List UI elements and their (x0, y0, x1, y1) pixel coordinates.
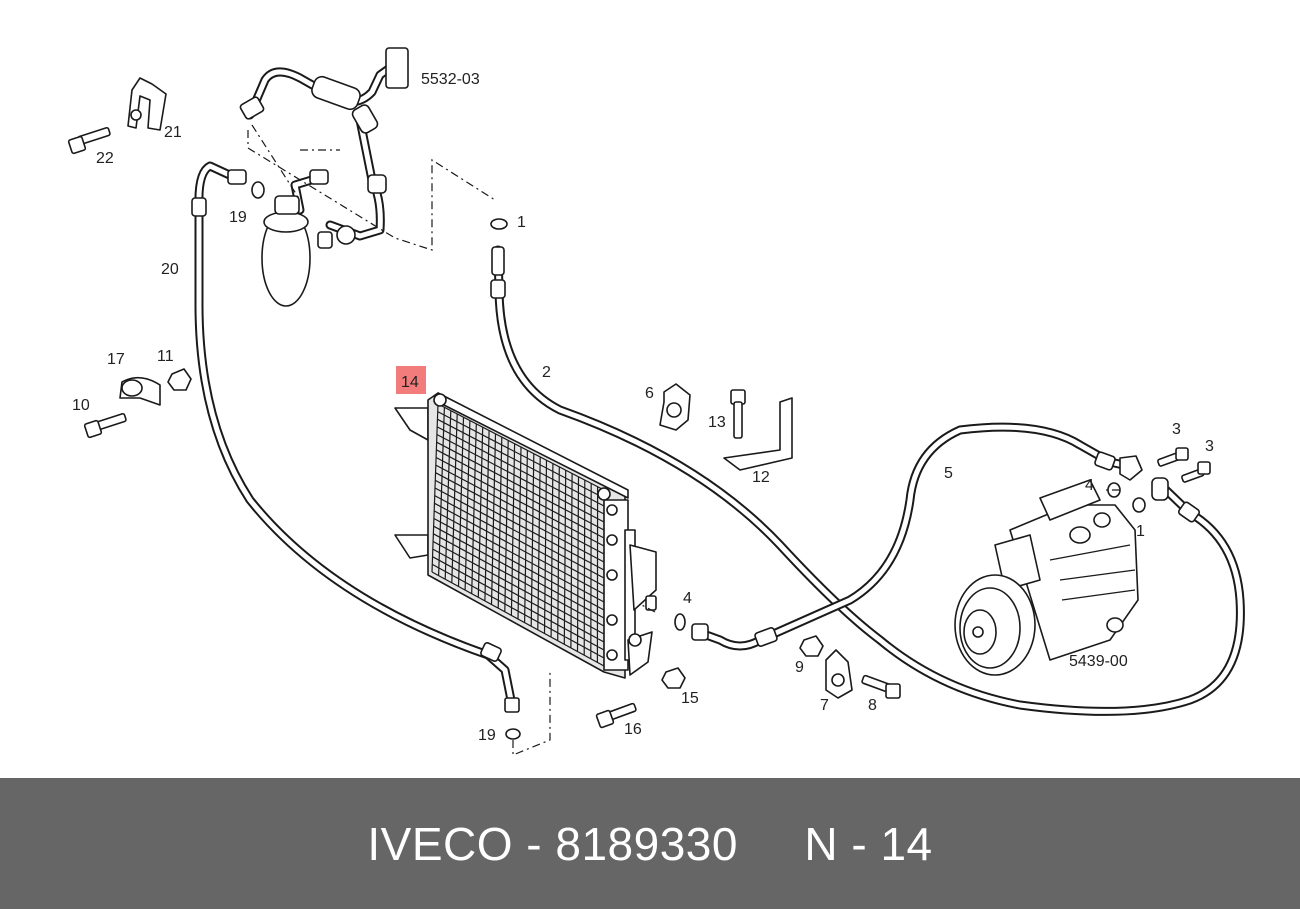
clamp-7 (825, 649, 853, 699)
seal-19-bottom (505, 728, 521, 740)
label-2: 2 (542, 364, 551, 381)
bracket-12 (723, 397, 793, 471)
bolt-3-a (1157, 447, 1189, 467)
seal-4-condenser (674, 613, 686, 631)
label-14: 14 (401, 374, 419, 391)
compressor-5439-00 (954, 479, 1139, 676)
label-17: 17 (107, 351, 125, 368)
footer-part-number: IVECO - 8189330 N - 14 (367, 817, 933, 870)
seal-1-top (490, 218, 508, 230)
label-5532-03: 5532-03 (421, 71, 480, 88)
nut-11 (167, 368, 192, 391)
label-11: 11 (157, 348, 174, 365)
drier-assembly-5532-03 (239, 47, 496, 307)
nut-15 (661, 667, 686, 689)
label-1-compressor: 1 (1136, 523, 1145, 540)
condenser-14 (394, 392, 657, 679)
bolt-3-b (1181, 461, 1211, 483)
label-10: 10 (72, 397, 90, 414)
label-3-a: 3 (1172, 421, 1181, 438)
label-19-top: 19 (229, 209, 247, 226)
label-6: 6 (645, 385, 654, 402)
label-16: 16 (624, 721, 642, 738)
label-21: 21 (164, 124, 182, 141)
hose-20 (191, 161, 520, 713)
label-3-b: 3 (1205, 438, 1214, 455)
label-5439-00: 5439-00 (1069, 653, 1128, 670)
label-22: 22 (96, 150, 114, 167)
label-7: 7 (820, 697, 829, 714)
diagram-canvas: 5532-03 21 22 19 1 20 17 11 10 14 2 6 13… (67, 47, 1245, 756)
label-15: 15 (681, 690, 699, 707)
hose-5 (691, 422, 1143, 651)
label-5: 5 (944, 465, 953, 482)
label-1-top: 1 (517, 214, 526, 231)
footer-bar: IVECO - 8189330 N - 14 (0, 778, 1300, 909)
bolt-8 (861, 674, 901, 699)
nut-9 (799, 635, 824, 657)
bolt-10 (83, 412, 127, 439)
label-9: 9 (795, 659, 804, 676)
label-4-compressor: 4 (1085, 477, 1094, 494)
seal-19-top (251, 181, 265, 199)
highlight-box-14 (396, 366, 426, 394)
label-12: 12 (752, 469, 770, 486)
clamp-17 (119, 376, 161, 406)
bolt-16 (595, 702, 637, 729)
seal-1-compressor (1132, 497, 1146, 513)
label-19-bottom: 19 (478, 727, 496, 744)
bolt-22 (67, 126, 111, 155)
hose-2 (490, 245, 1245, 716)
label-20: 20 (161, 261, 179, 278)
label-8: 8 (868, 697, 877, 714)
parts-diagram: 5532-03 21 22 19 1 20 17 11 10 14 2 6 13… (67, 47, 1245, 756)
label-4-condenser: 4 (683, 590, 692, 607)
label-13: 13 (708, 414, 726, 431)
clamp-6 (659, 383, 691, 431)
condenser-core-grid (431, 403, 605, 667)
bracket-21 (127, 77, 167, 131)
bolt-13 (730, 389, 746, 439)
